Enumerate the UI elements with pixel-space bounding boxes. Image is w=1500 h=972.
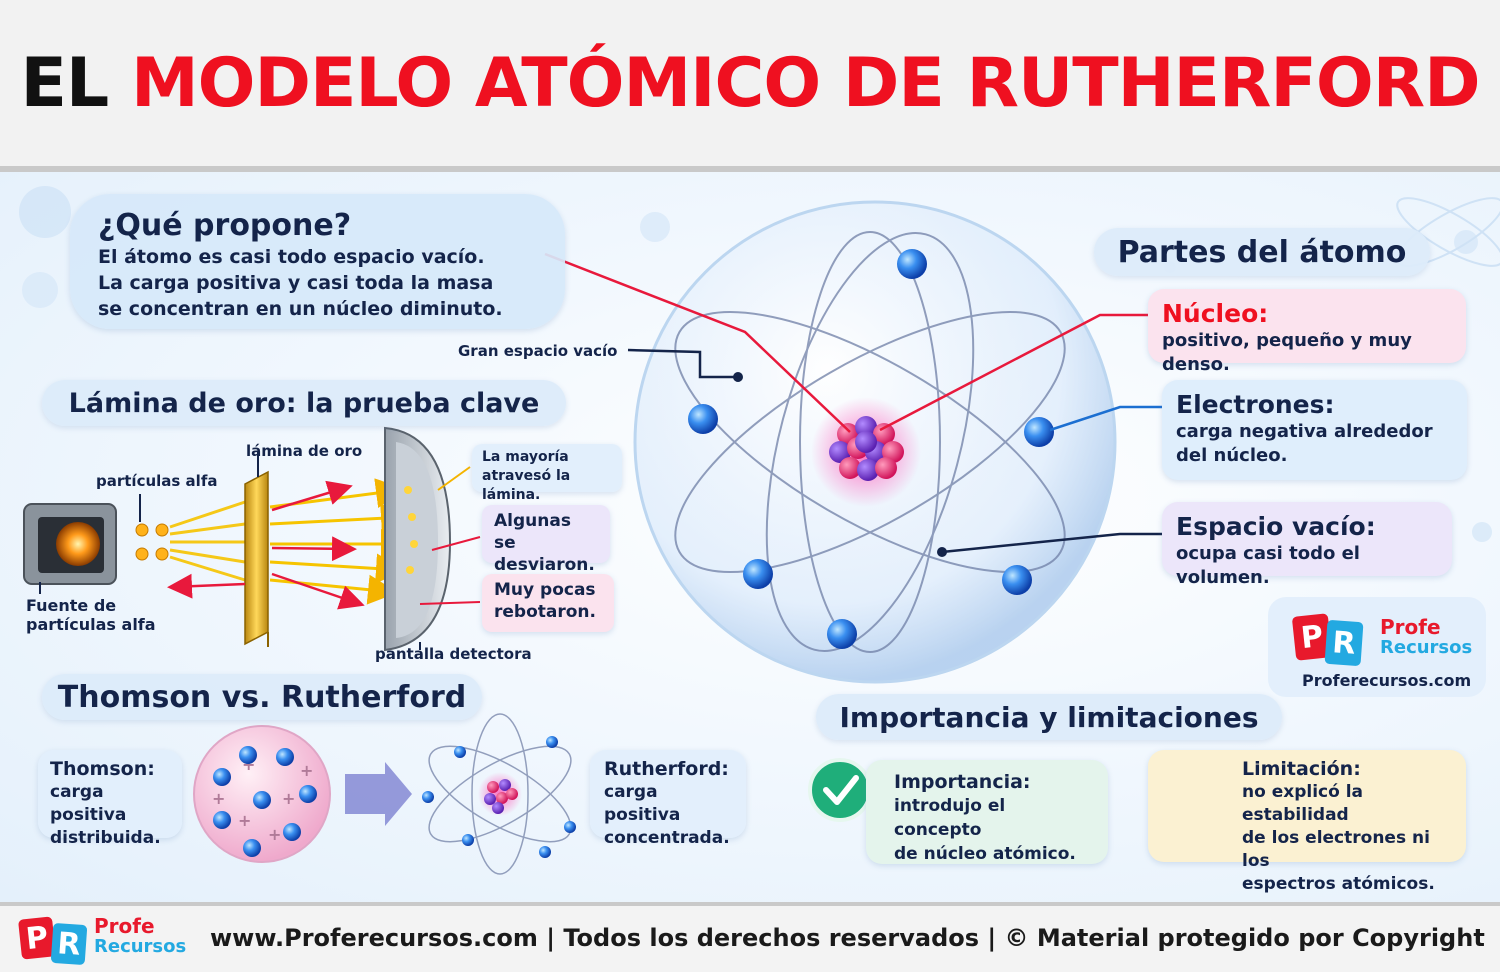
- importancia-card: Importancia: introdujo el concepto de nú…: [866, 760, 1108, 864]
- svg-text:+: +: [300, 761, 313, 780]
- partes-title: Partes del átomo: [1094, 228, 1430, 276]
- svg-text:+: +: [212, 789, 225, 808]
- logo-profe: Profe: [1380, 615, 1441, 639]
- que-propone-line-1: El átomo es casi todo espacio vacío.: [98, 246, 485, 268]
- svg-text:+: +: [282, 789, 295, 808]
- que-propone-card: ¿Qué propone? El átomo es casi todo espa…: [70, 194, 565, 329]
- check-icon: [808, 758, 872, 822]
- logo-recursos: Recursos: [1380, 637, 1473, 658]
- svg-text:+: +: [238, 811, 251, 830]
- rutherford-card: Rutherford: carga positiva concentrada.: [590, 750, 746, 848]
- label-pantalla-detectora: pantalla detectora: [375, 645, 532, 663]
- label-lamina-de-oro: lámina de oro: [246, 442, 363, 460]
- que-propone-title: ¿Qué propone?: [98, 208, 352, 243]
- electrones-card: Electrones: carga negativa alrededor del…: [1162, 380, 1467, 480]
- que-propone-line-2: La carga positiva y casi toda la masa: [98, 272, 494, 294]
- label-particulas-alfa: partículas alfa: [96, 472, 218, 490]
- lamina-title: Lámina de oro: la prueba clave: [42, 380, 566, 426]
- title-part-1: EL: [20, 43, 109, 123]
- infographic-body: ++++++: [0, 172, 1500, 902]
- que-propone-line-3: se concentran en un núcleo diminuto.: [98, 298, 503, 320]
- espacio-card: Espacio vacío: ocupa casi todo el volume…: [1162, 502, 1452, 588]
- espacio-title: Espacio vacío:: [1176, 512, 1376, 541]
- electrones-title: Electrones:: [1176, 390, 1335, 419]
- thomson-title: Thomson vs. Rutherford: [42, 674, 482, 720]
- result-desviaron: Algunas se desviaron.: [482, 505, 610, 575]
- importancia-title: Importancia y limitaciones: [816, 694, 1282, 740]
- diagram-graphics: ++++++: [19, 186, 1500, 875]
- logo-site: Proferecursos.com: [1302, 671, 1472, 690]
- nucleus: [829, 416, 904, 481]
- nucleo-card: Núcleo: positivo, pequeño y muy denso.: [1148, 289, 1466, 375]
- footer-logo-recursos: Recursos: [94, 936, 187, 957]
- nucleo-title: Núcleo:: [1162, 299, 1269, 328]
- thomson-card: Thomson: carga positiva distribuida.: [38, 750, 182, 848]
- espacio-text: ocupa casi todo el volumen.: [1176, 543, 1360, 588]
- alpha-source: [23, 503, 117, 594]
- limitacion-card: Limitación: no explicó la estabilidad de…: [1148, 750, 1466, 894]
- logo-r: R: [1324, 619, 1364, 667]
- gran-espacio-label: Gran espacio vacío: [458, 342, 618, 360]
- result-rebotaron: Muy pocas rebotaron.: [482, 574, 614, 632]
- page-title: EL MODELO ATÓMICO DE RUTHERFORD: [20, 43, 1481, 123]
- svg-text:+: +: [268, 825, 281, 844]
- result-mayoria: La mayoría atravesó la lámina.: [472, 444, 622, 503]
- footer-logo-r: R: [50, 922, 88, 966]
- profe-recursos-logo: P R Profe Recursos Proferecursos.com: [1268, 597, 1486, 697]
- title-part-2: MODELO ATÓMICO DE RUTHERFORD: [130, 43, 1481, 123]
- label-fuente: Fuente de partículas alfa: [26, 596, 156, 634]
- footer: P R Profe Recursos www.Proferecursos.com…: [0, 902, 1500, 972]
- footer-text: www.Proferecursos.com | Todos los derech…: [210, 924, 1485, 952]
- footer-logo-profe: Profe: [94, 914, 155, 938]
- header: EL MODELO ATÓMICO DE RUTHERFORD: [0, 0, 1500, 172]
- nucleo-text: positivo, pequeño y muy denso.: [1162, 330, 1412, 375]
